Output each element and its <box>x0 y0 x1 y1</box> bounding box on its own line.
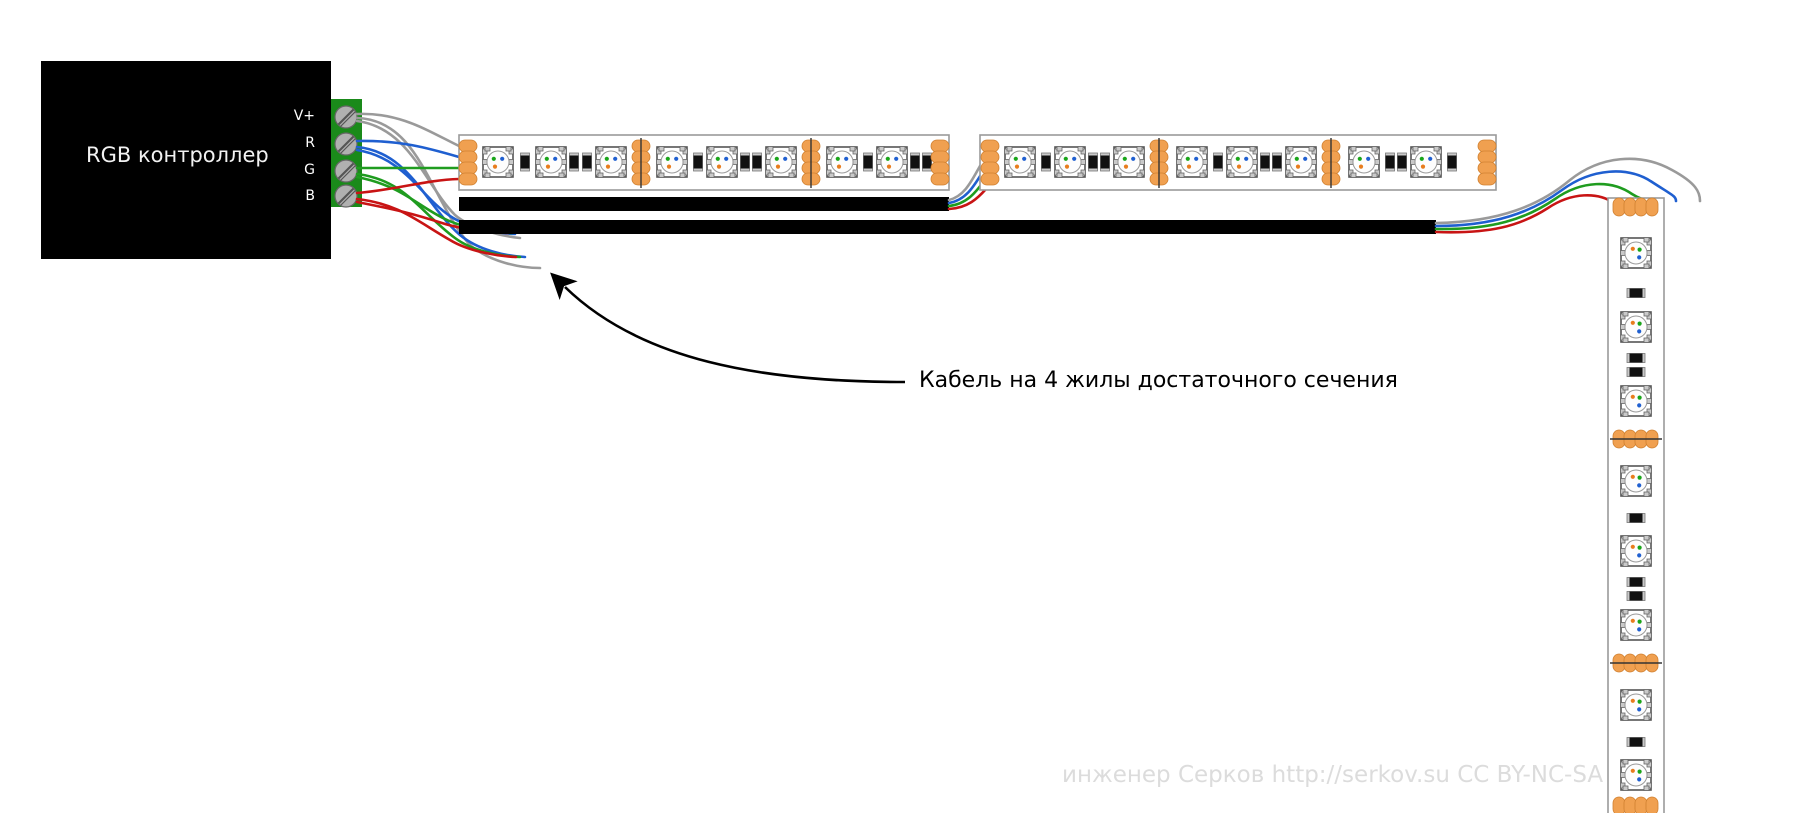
wire-r-strip3 <box>1434 170 1678 228</box>
cut-point <box>801 138 821 188</box>
led <box>1619 608 1653 642</box>
strip-vertical-right <box>1607 197 1665 813</box>
led <box>1003 145 1037 179</box>
resistor <box>1397 152 1407 172</box>
annotation-arrow <box>550 272 906 384</box>
led <box>1225 145 1259 179</box>
resistor <box>1626 367 1646 377</box>
led <box>1112 145 1146 179</box>
led <box>481 145 515 179</box>
resistor <box>693 152 703 172</box>
cut-point <box>1149 138 1169 188</box>
led <box>764 145 798 179</box>
resistor <box>1626 737 1646 747</box>
strip-vertical-right-input-pads <box>1612 197 1659 217</box>
led <box>1619 236 1653 270</box>
led <box>1409 145 1443 179</box>
cable-lower <box>459 220 1436 234</box>
resistor <box>1626 577 1646 587</box>
strip-top-right <box>979 134 1497 191</box>
resistor <box>1626 288 1646 298</box>
resistor <box>752 152 762 172</box>
wire-b-cable <box>355 197 518 259</box>
terminal-screw-vplus[interactable] <box>334 105 358 129</box>
resistor <box>582 152 592 172</box>
cable-upper <box>459 197 949 211</box>
led <box>1053 145 1087 179</box>
wire-r-cable <box>355 145 527 259</box>
watermark-text: инженер Серков http://serkov.su CC BY-NC… <box>1062 762 1604 788</box>
led <box>1619 758 1653 792</box>
led <box>705 145 739 179</box>
terminal-screw-r[interactable] <box>334 132 358 156</box>
resistor <box>1213 152 1223 172</box>
resistor <box>1626 513 1646 523</box>
strip-top-right-input-pads <box>980 139 1000 186</box>
led <box>1619 310 1653 344</box>
wire-b-strip2 <box>947 187 988 211</box>
resistor <box>520 152 530 172</box>
wire-b-strip1 <box>355 177 461 195</box>
terminal-label-g: G <box>304 162 315 178</box>
cut-point <box>1321 138 1341 188</box>
led <box>1619 534 1653 568</box>
led <box>534 145 568 179</box>
resistor <box>1626 591 1646 601</box>
cut-point <box>1610 429 1662 449</box>
cut-point <box>631 138 651 188</box>
terminal-label-b: B <box>305 188 315 204</box>
wire-vplus-strip2 <box>947 164 982 202</box>
resistor <box>1626 353 1646 363</box>
led <box>594 145 628 179</box>
controller-body <box>41 61 331 259</box>
resistor <box>1041 152 1051 172</box>
strip-top-left <box>458 134 950 191</box>
led <box>1619 688 1653 722</box>
controller-label: RGB контроллер <box>86 143 269 167</box>
led <box>1619 384 1653 418</box>
led <box>1175 145 1209 179</box>
resistor <box>863 152 873 172</box>
led <box>1284 145 1318 179</box>
led <box>875 145 909 179</box>
terminal-label-r: R <box>305 135 315 151</box>
resistor <box>1272 152 1282 172</box>
terminal-screw-b[interactable] <box>334 184 358 208</box>
strip-top-right-output-pads <box>1477 139 1497 186</box>
led <box>1347 145 1381 179</box>
resistor <box>922 152 932 172</box>
cut-point <box>1610 653 1662 673</box>
resistor <box>1385 152 1395 172</box>
led <box>1619 464 1653 498</box>
cable-annotation-text: Кабель на 4 жилы достаточного сечения <box>919 368 1398 393</box>
resistor <box>740 152 750 172</box>
resistor <box>1088 152 1098 172</box>
terminal-label-vplus: V+ <box>293 108 315 124</box>
wire-r-strip1 <box>355 139 461 159</box>
resistor <box>569 152 579 172</box>
resistor <box>1447 152 1457 172</box>
led <box>655 145 689 179</box>
strip-top-left-body <box>458 134 950 191</box>
wire-vplus-strip3 <box>1434 157 1702 225</box>
cable-lower-body <box>459 220 1436 234</box>
resistor <box>1260 152 1270 172</box>
terminal-screw-g[interactable] <box>334 159 358 183</box>
wire-vplus-strip1 <box>355 112 461 148</box>
resistor <box>1100 152 1110 172</box>
cable-upper-body <box>459 197 949 211</box>
strip-top-left-output-pads <box>930 139 950 186</box>
led <box>825 145 859 179</box>
strip-top-left-input-pads <box>458 139 478 186</box>
resistor <box>910 152 920 172</box>
